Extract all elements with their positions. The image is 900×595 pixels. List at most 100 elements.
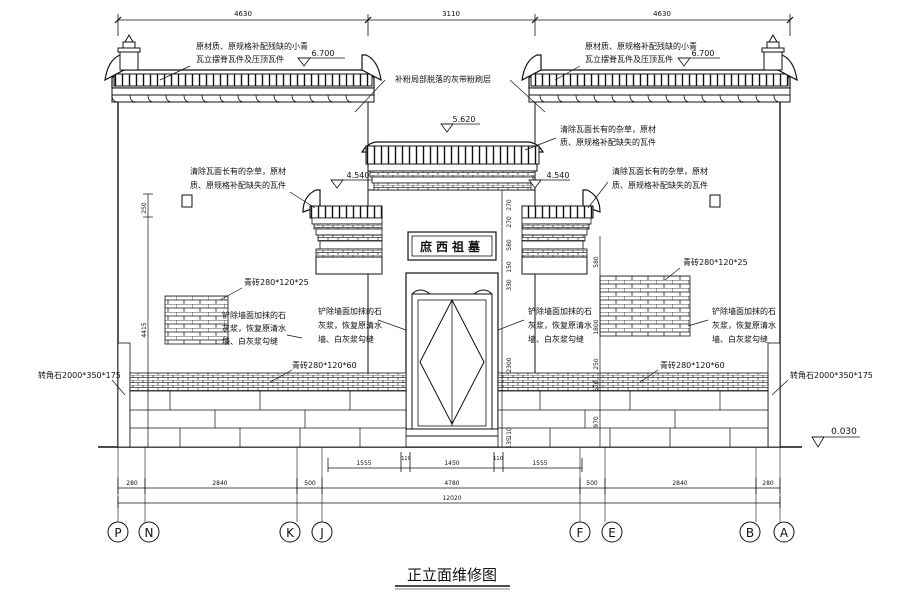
dim-v-2300: 2300	[506, 357, 513, 372]
vertical-dimension-left: 250 4415	[141, 193, 153, 447]
axis-label-j: J	[319, 526, 324, 540]
elevation-mark-right-ridge: 6.700	[677, 49, 720, 67]
bottom-dimension-line-2: 280 2840 500 4780 500 2840 280	[117, 478, 781, 494]
elevation-mark-left-ridge: 6.700	[297, 49, 345, 67]
bottom-dimension-line-1: 1555 110 1450 110 1555	[327, 452, 583, 472]
axis-bubble-b	[739, 521, 761, 543]
axis-bubble-p	[107, 521, 129, 543]
bottom-dimension-total: 12020	[117, 495, 781, 508]
note-side-roof-left: 清除瓦面长有的杂草，原材 质、原规格补配缺失的瓦件	[190, 166, 316, 209]
note-wall-center-left: 铲除墙面加抹的石 灰浆，恢复原清水 墙、白灰浆勾缝	[318, 306, 407, 344]
axis-label-b: B	[746, 526, 754, 540]
svg-text:500: 500	[304, 480, 316, 487]
left-window	[181, 194, 193, 208]
svg-text:280: 280	[762, 480, 774, 487]
svg-text:110: 110	[493, 456, 503, 462]
svg-text:2840: 2840	[212, 480, 227, 487]
svg-text:铲除墙面加抹的石: 铲除墙面加抹的石	[528, 306, 592, 316]
dim-top-center: 3110	[442, 10, 460, 18]
svg-text:6.700: 6.700	[312, 49, 335, 58]
dim-v-330: 330	[506, 279, 513, 291]
brick-patch-right	[599, 275, 691, 337]
axis-label-f: F	[577, 526, 584, 540]
brick-patch-left	[164, 295, 229, 345]
dim-v-4415: 4415	[141, 322, 148, 337]
svg-text:转角石2000*350*175: 转角石2000*350*175	[38, 370, 121, 380]
note-brick-right: 青砖280*120*25	[664, 257, 748, 281]
note-corner-stone-left: 转角石2000*350*175	[38, 370, 126, 396]
svg-text:清除瓦面长有的杂草，原材: 清除瓦面长有的杂草，原材	[560, 124, 656, 134]
dim-v-270b: 270	[506, 216, 513, 228]
doorway	[405, 272, 499, 448]
drawing-title-text: 正立面维修图	[407, 566, 497, 584]
dim-v-970: 970	[593, 416, 600, 428]
dim-v-250b: 250	[593, 358, 600, 370]
stone-plinth	[129, 390, 769, 448]
svg-text:6.700: 6.700	[692, 49, 715, 58]
left-wing-roof	[302, 189, 383, 275]
svg-text:瓦立摆脊瓦件及压顶瓦件: 瓦立摆脊瓦件及压顶瓦件	[196, 54, 284, 64]
svg-text:灰浆，恢复原清水: 灰浆，恢复原清水	[222, 323, 286, 333]
dim-top-left: 4630	[234, 10, 252, 18]
dim-v-580a: 580	[506, 239, 513, 251]
elevation-mark-left-wing: 4.540	[330, 171, 372, 189]
axis-bubble-j	[311, 521, 333, 543]
dim-v-270a: 270	[506, 199, 513, 211]
note-brick-left: 青砖280*120*25	[219, 277, 309, 301]
axis-bubble-e	[601, 521, 623, 543]
note-corner-stone-right: 转角石2000*350*175	[771, 370, 873, 396]
svg-text:1555: 1555	[356, 460, 371, 467]
svg-text:2840: 2840	[672, 480, 687, 487]
center-roof	[360, 141, 545, 191]
note-ridge-left: 原材质、原规格补配残缺的小青 瓦立摆脊瓦件及压顶瓦件	[159, 41, 308, 81]
svg-text:110: 110	[401, 456, 411, 462]
elevation-mark-right-wing: 4.540	[528, 171, 570, 189]
svg-text:质、原规格补配缺失的瓦件: 质、原规格补配缺失的瓦件	[612, 180, 708, 190]
door-steps	[397, 428, 507, 448]
left-ridge	[104, 54, 382, 103]
corner-stone-left	[117, 342, 131, 448]
dim-v-1800: 1800	[593, 319, 600, 334]
note-base-brick-left: 青砖280*120*60	[269, 360, 357, 383]
note-center-roof: 清除瓦面长有的杂草，原材 质、原规格补配缺失的瓦件	[524, 124, 656, 151]
dim-v-570: 570	[593, 380, 600, 392]
svg-text:转角石2000*350*175: 转角石2000*350*175	[790, 370, 873, 380]
svg-text:4780: 4780	[444, 480, 459, 487]
svg-text:清除瓦面长有的杂草，原材: 清除瓦面长有的杂草，原材	[190, 166, 286, 176]
note-wall-center-right: 铲除墙面加抹的石 灰浆，恢复原清水 墙、白灰浆勾缝	[497, 306, 592, 344]
axis-bubbles: P N K J F E B A	[107, 447, 795, 543]
axis-bubble-n	[138, 521, 160, 543]
svg-text:4.540: 4.540	[347, 171, 370, 180]
dim-top-right: 4630	[653, 10, 671, 18]
note-base-brick-right: 青砖280*120*60	[639, 360, 725, 383]
svg-text:灰浆，恢复原清水: 灰浆，恢复原清水	[712, 320, 776, 330]
svg-text:铲除墙面加抹的石: 铲除墙面加抹的石	[712, 306, 776, 316]
svg-text:质、原规格补配缺失的瓦件: 质、原规格补配缺失的瓦件	[560, 137, 656, 147]
svg-text:灰浆，恢复原清水: 灰浆，恢复原清水	[528, 320, 592, 330]
axis-bubble-f	[569, 521, 591, 543]
svg-text:500: 500	[586, 480, 598, 487]
svg-text:280: 280	[126, 480, 138, 487]
right-window	[709, 194, 721, 208]
plaque-text: 庶西祖墓	[420, 239, 484, 254]
svg-text:墙、白灰浆勾缝: 墙、白灰浆勾缝	[318, 334, 374, 344]
svg-text:质、原规格补配缺失的瓦件: 质、原规格补配缺失的瓦件	[190, 180, 286, 190]
vertical-dimension-center: 270 270 580 150 330 2300 110 135	[501, 190, 513, 449]
inscription-plaque: 庶西祖墓	[407, 231, 497, 261]
right-ridge	[521, 54, 798, 103]
axis-label-n: N	[145, 526, 154, 540]
dim-total: 12020	[442, 495, 461, 502]
right-wing-roof	[521, 189, 601, 275]
top-dimension-line: 4630 3110 4630	[114, 10, 794, 36]
elevation-mark-center-roof: 5.620	[440, 115, 480, 133]
dim-v-150: 150	[506, 261, 513, 273]
axis-label-k: K	[286, 526, 295, 540]
axis-bubble-a	[773, 521, 795, 543]
drawing-title: 正立面维修图	[395, 566, 510, 590]
note-side-roof-right: 清除瓦面长有的杂草，原材 质、原规格补配缺失的瓦件	[587, 166, 708, 209]
vertical-dimension-right: 580 1800 250 570 970	[593, 236, 601, 447]
axis-label-p: P	[114, 526, 121, 540]
dim-v-135: 135	[506, 437, 513, 449]
dim-v-110: 110	[506, 427, 513, 439]
note-wall-far-left: 铲除墙面加抹的石 灰浆，恢复原清水 墙、白灰浆勾缝	[222, 310, 303, 346]
